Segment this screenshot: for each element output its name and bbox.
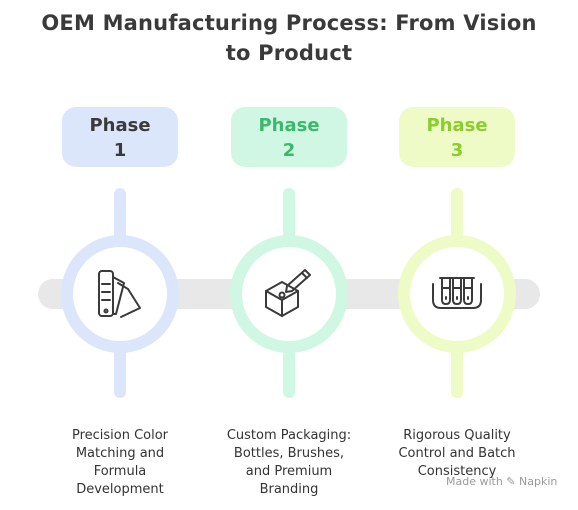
phase-3-label: Phase 3 [399, 113, 515, 163]
phase-1-desc-line: Precision Color [71, 428, 169, 443]
package-design-icon [265, 269, 311, 317]
phase-1-desc-line: Matching and [75, 446, 165, 461]
phase-3-desc-line: Control and Batch [398, 446, 516, 461]
phase-3-label-number: 3 [450, 140, 464, 161]
phase-2-label: Phase 2 [231, 113, 347, 163]
phase-2-ring [230, 235, 348, 353]
phase-3-description: Rigorous Quality Control and Batch Consi… [382, 427, 532, 481]
phase-2-desc-line: Branding [259, 482, 319, 497]
phase-2-desc-line: and Premium [245, 464, 333, 479]
phase-3-desc-line: Consistency [417, 464, 497, 479]
phase-1-label-number: 1 [113, 140, 127, 161]
phase-3-desc-line: Rigorous Quality [403, 428, 511, 443]
phase-1-desc-line: Development [76, 482, 164, 497]
phase-1-desc-line: Formula [93, 464, 147, 479]
napkin-watermark: Made with ✎ Napkin [446, 475, 558, 488]
phase-1-label-word: Phase [89, 115, 151, 136]
color-swatch-icon [98, 270, 141, 318]
phase-2-node [230, 107, 348, 398]
phase-2-label-box [231, 107, 347, 167]
phase-1-node [61, 107, 179, 398]
page-title: OEM Manufacturing Process: From Vision t… [0, 8, 578, 68]
test-tubes-icon [432, 277, 482, 309]
phase-1-label: Phase 1 [62, 113, 178, 163]
phase-1-description: Precision Color Matching and Formula Dev… [45, 427, 195, 499]
phase-3-ring [398, 235, 516, 353]
phase-2-desc-line: Custom Packaging: [226, 428, 352, 443]
phase-1-label-box [62, 107, 178, 167]
phase-1-ring [61, 235, 179, 353]
title-line-1: OEM Manufacturing Process: From Vision [41, 11, 537, 35]
phase-2-label-word: Phase [258, 115, 320, 136]
phase-2-label-number: 2 [282, 140, 296, 161]
phase-2-description: Custom Packaging: Bottles, Brushes, and … [214, 427, 364, 499]
phase-3-label-box [399, 107, 515, 167]
phase-3-label-word: Phase [426, 115, 488, 136]
phase-2-desc-line: Bottles, Brushes, [233, 446, 345, 461]
title-line-2: to Product [225, 41, 353, 65]
phase-3-node [398, 107, 516, 398]
